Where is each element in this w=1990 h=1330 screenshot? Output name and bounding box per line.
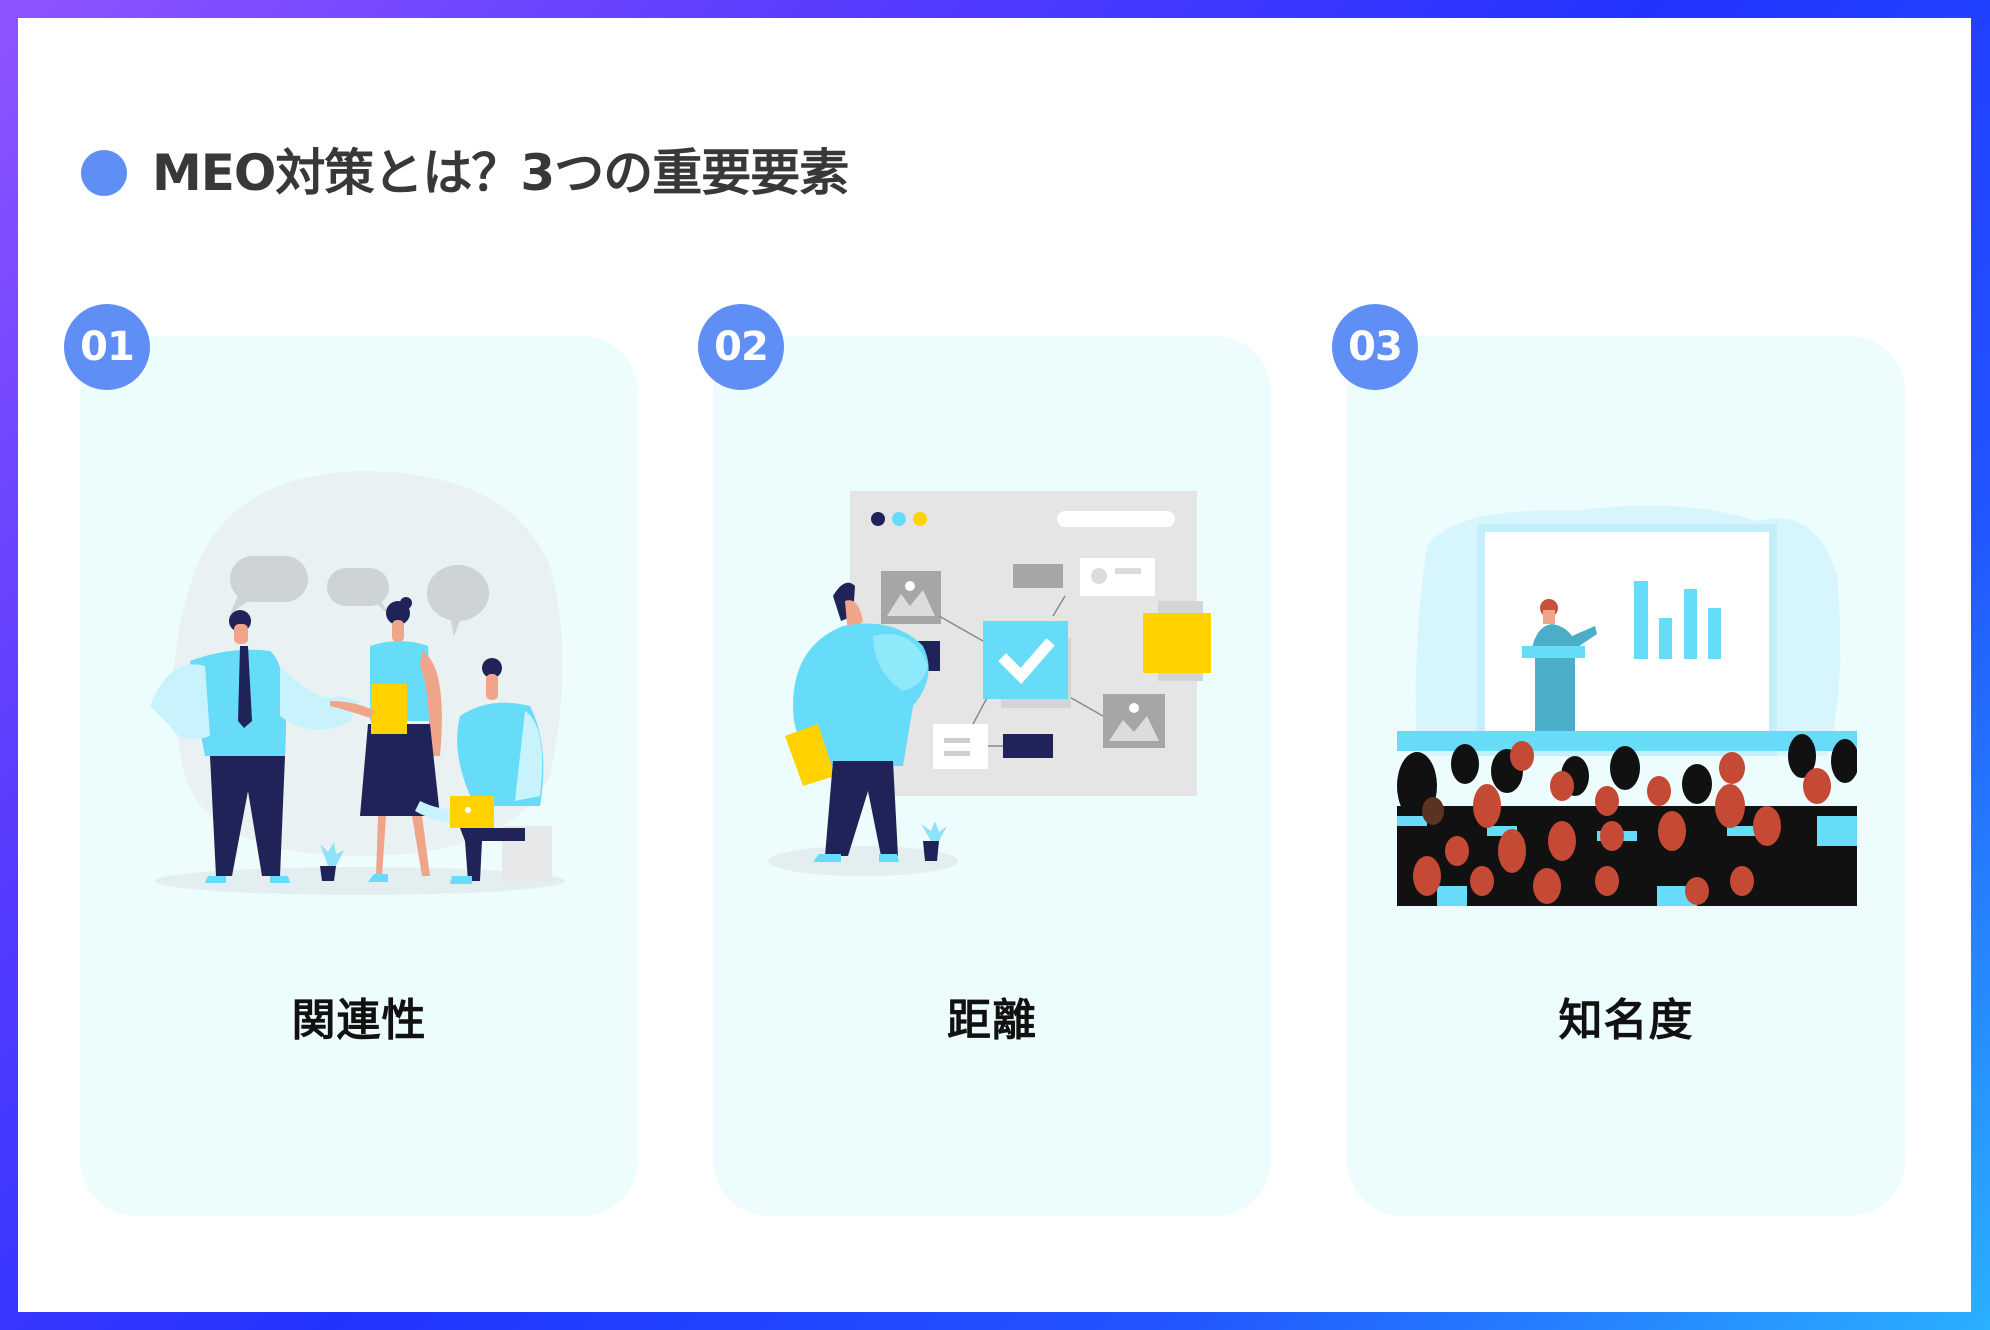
card-label: 距離 [947, 995, 1037, 1046]
step-badge-01: 01 [64, 304, 150, 390]
card-label: 関連性 [291, 995, 427, 1046]
card-awareness: 知名度 [1347, 336, 1905, 1216]
title-bullet-icon [81, 150, 127, 196]
people-conversation-illustration [150, 471, 565, 895]
person-viewing-board-illustration [768, 491, 1211, 876]
slide-title: MEO対策とは？3つの重要要素 [152, 144, 849, 202]
step-badge-03: 03 [1332, 304, 1418, 390]
presentation-audience-illustration [1397, 505, 1857, 906]
step-badge-02: 02 [698, 304, 784, 390]
card-relevance: 関連性 [80, 336, 638, 1216]
card-label: 知名度 [1558, 995, 1694, 1046]
card-distance: 距離 [713, 336, 1271, 1216]
slide-panel: MEO対策とは？3つの重要要素 [18, 18, 1971, 1312]
slide-title-row: MEO対策とは？3つの重要要素 [81, 144, 849, 202]
